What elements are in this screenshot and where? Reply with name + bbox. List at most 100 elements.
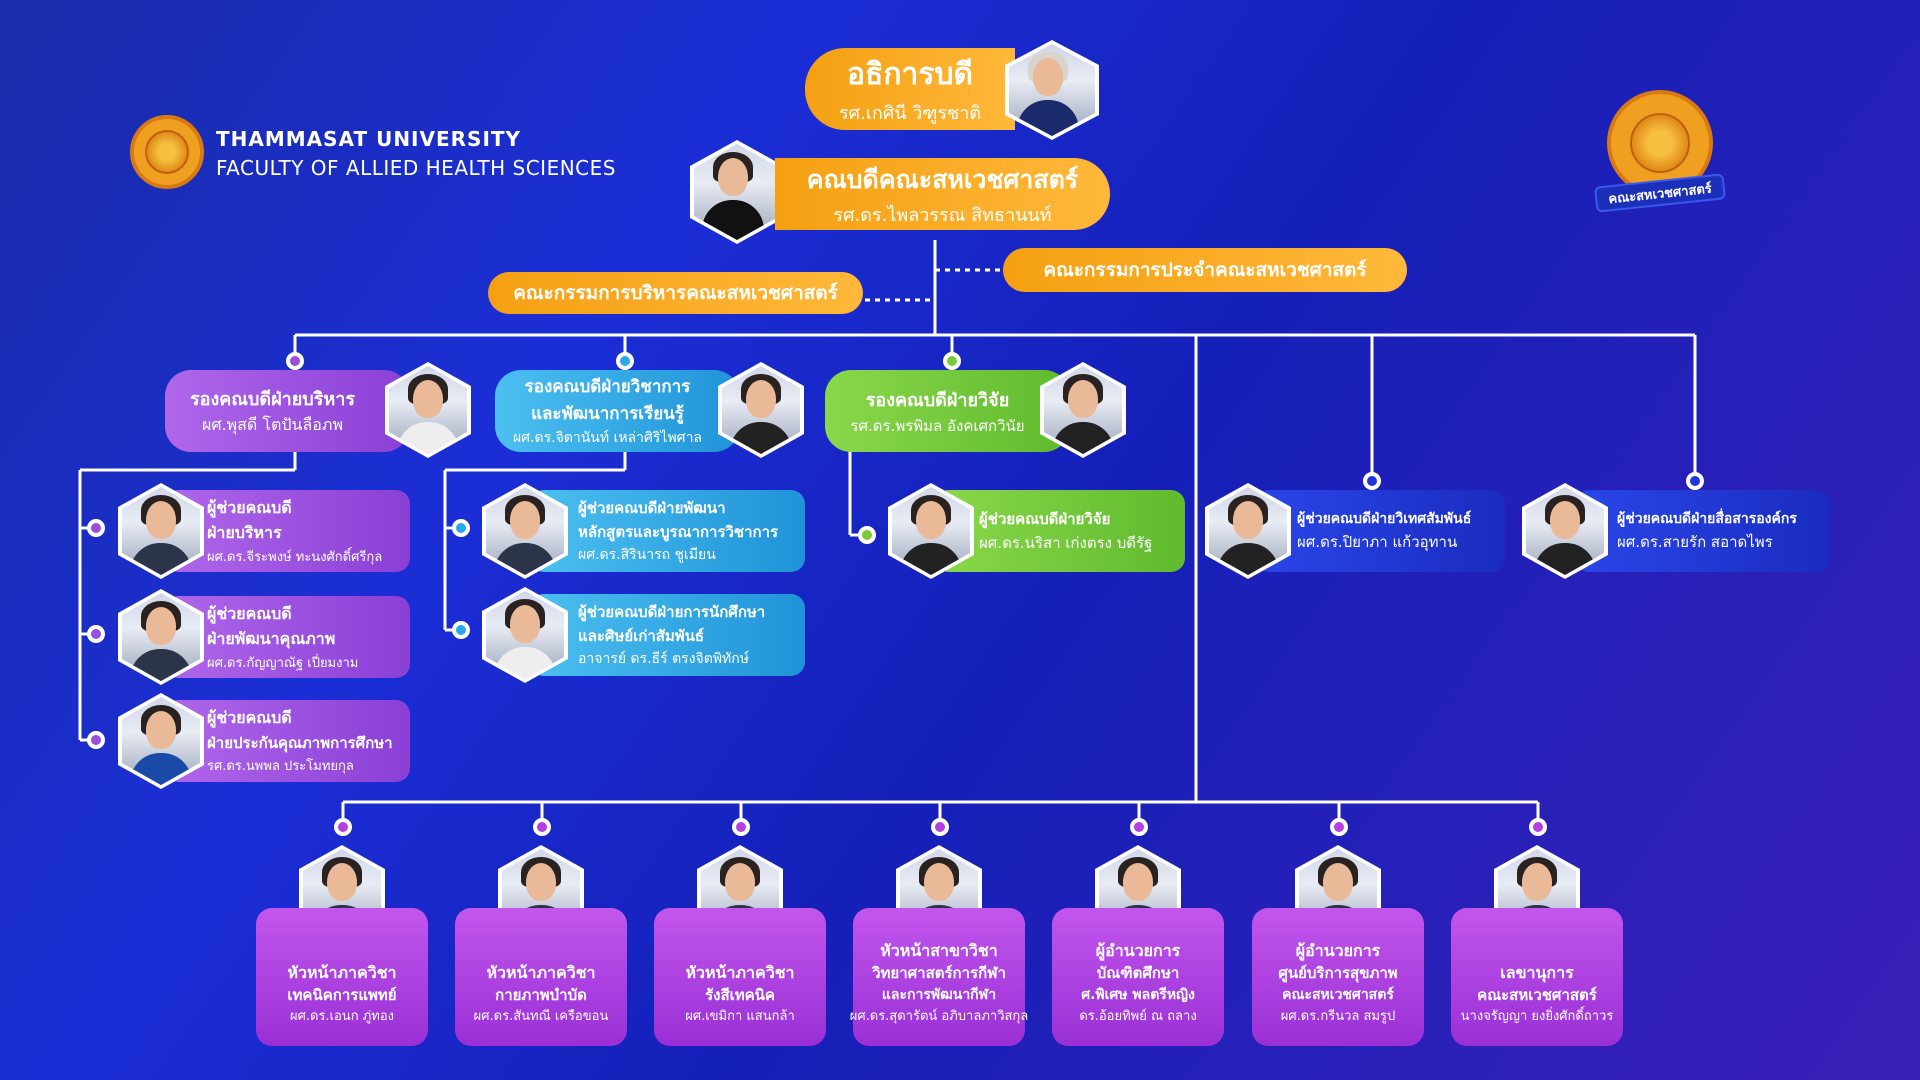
node-dot [452, 621, 470, 639]
head-name: ผศ.เขมิกา แสนกล้า [685, 1009, 795, 1024]
department-head-box: หัวหน้าภาควิชากายภาพบำบัดผศ.ดร.สันทณี เค… [455, 908, 627, 1046]
node-dot [1686, 472, 1704, 490]
assistant-name: ผศ.ดร.ปิยาภา แก้วอุทาน [1297, 533, 1458, 551]
node-dot [943, 352, 961, 370]
node-dot [732, 818, 750, 836]
node-dot [1330, 818, 1348, 836]
node-dot [87, 625, 105, 643]
president-name: รศ.เกศินี วิฑูรชาติ [838, 103, 982, 124]
node-dot [87, 731, 105, 749]
assistant-curriculum-box: ผู้ช่วยคณบดีฝ่ายพัฒนา หลักสูตรและบูรณากา… [530, 490, 805, 572]
vice-dean-name: รศ.ดร.พรพิมล อังคเศกวินัย [850, 416, 1025, 435]
head-title: ผู้อำนวยการ [1295, 941, 1381, 960]
vice-dean-name: ผศ.ดร.จิตานันท์ เหล่าศิริไพศาล [512, 430, 703, 446]
assistant-title: ผู้ช่วยคณบดี [207, 603, 292, 623]
dean-photo [690, 140, 784, 244]
head-name: ผศ.ดร.สันทณี เครือขอน [473, 1009, 609, 1024]
head-name: ผศ.ดร.เอนก ภู่ทอง [290, 1009, 394, 1024]
assistant-title-line2: หลักสูตรและบูรณาการวิชาการ [578, 523, 779, 541]
assistant-name: ผศ.ดร.นริสา เก่งตรง บดีรัฐ [979, 534, 1153, 552]
university-logo [130, 115, 204, 189]
assistant-name: ผศ.ดร.สายรัก สอาดไพร [1617, 533, 1773, 551]
department-head-box: เลขานุการคณะสหเวชศาสตร์นางจรัญญา ยงยิ่งศ… [1451, 908, 1623, 1046]
vice-dean-title-line2: และพัฒนาการเรียนรู้ [531, 404, 684, 424]
admin-committee-box: คณะกรรมการบริหารคณะสหเวชศาสตร์ [488, 272, 863, 314]
head-title-line2: วิทยาศาสตร์การกีฬา [872, 964, 1006, 982]
assistant-admin-photo [118, 483, 204, 579]
assistant-title-line2: ฝ่ายบริหาร [207, 522, 282, 542]
vice-dean-admin-box: รองคณบดีฝ่ายบริหาร ผศ.พุสดี โตปันลือภพ [165, 370, 410, 452]
brand-line1: THAMMASAT UNIVERSITY [216, 127, 522, 151]
node-dot [533, 818, 551, 836]
head-title: หัวหน้าสาขาวิชา [880, 941, 998, 960]
head-title-line2: เทคนิคการแพทย์ [287, 986, 397, 1004]
head-title-line2: กายภาพบำบัด [495, 986, 587, 1004]
node-dot [87, 519, 105, 537]
assistant-name: รศ.ดร.นพพล ประโมทยกุล [207, 759, 354, 774]
head-name: ผศ.ดร.กรีนวล สมรูป [1280, 1009, 1396, 1024]
assistant-title: ผู้ช่วยคณบดี [207, 497, 292, 517]
dean-title: คณบดีคณะสหเวชศาสตร์ [806, 164, 1079, 194]
head-title: หัวหน้าภาควิชา [486, 963, 596, 982]
dean-name: รศ.ดร.ไพลวรรณ สิทธานนท์ [833, 204, 1052, 226]
vice-dean-academic-box: รองคณบดีฝ่ายวิชาการ และพัฒนาการเรียนรู้ … [495, 370, 740, 452]
assistant-student-box: ผู้ช่วยคณบดีฝ่ายการนักศึกษา และศิษย์เก่า… [530, 594, 805, 676]
assistant-title: ผู้ช่วยคณบดี [207, 708, 292, 727]
assistant-foreign-photo [1205, 483, 1291, 579]
head-title-line2: บัณฑิตศึกษา [1096, 964, 1180, 982]
assistant-quality-box: ผู้ช่วยคณบดี ฝ่ายพัฒนาคุณภาพ ผศ.ดร.กัญญา… [165, 596, 410, 678]
node-dot [452, 519, 470, 537]
department-head-box: หัวหน้าสาขาวิชาวิทยาศาสตร์การกีฬาและการพ… [850, 908, 1028, 1046]
node-dot [334, 818, 352, 836]
assistant-research-box: ผู้ช่วยคณบดีฝ่ายวิจัย ผศ.ดร.นริสา เก่งตร… [935, 490, 1185, 572]
assistant-name: อาจารย์ ดร.ธีร์ ตรงจิตพิทักษ์ [578, 651, 749, 667]
seal-emblem-icon [1630, 113, 1690, 173]
department-head-box: หัวหน้าภาควิชารังสีเทคนิคผศ.เขมิกา แสนกล… [654, 908, 826, 1046]
assistant-qa-box: ผู้ช่วยคณบดี ฝ่ายประกันคุณภาพการศึกษา รศ… [165, 700, 410, 782]
vice-dean-title: รองคณบดีฝ่ายวิจัย [865, 389, 1010, 411]
assistant-comm-photo [1522, 483, 1608, 579]
assistant-student-photo [482, 587, 568, 683]
head-title-line3: คณะสหเวชศาสตร์ [1282, 987, 1394, 1003]
faculty-committee-box: คณะกรรมการประจำคณะสหเวชศาสตร์ [1003, 248, 1407, 292]
dean-box: คณบดีคณะสหเวชศาสตร์ รศ.ดร.ไพลวรรณ สิทธาน… [775, 158, 1110, 230]
assistant-name: ผศ.ดร.สิรินารถ ชูเมียน [578, 547, 716, 563]
assistant-name: ผศ.ดร.กัญญาณัฐ เปี่ยมงาม [207, 655, 359, 671]
department-head-box: ผู้อำนวยการบัณฑิตศึกษาศ.พิเศษ พลตรีหญิงด… [1052, 908, 1224, 1046]
head-title-line2: รังสีเทคนิค [705, 986, 775, 1004]
head-title: หัวหน้าภาควิชา [287, 963, 397, 982]
faculty-committee-label: คณะกรรมการประจำคณะสหเวชศาสตร์ [1043, 259, 1367, 281]
head-name: ดร.อ้อยทิพย์ ณ ถลาง [1079, 1009, 1197, 1024]
vice-dean-admin-photo [385, 362, 471, 458]
assistant-name: ผศ.ดร.จีระพงษ์ ทะนงศักดิ์ศรีกุล [207, 549, 383, 565]
assistant-title-line2: และศิษย์เก่าสัมพันธ์ [578, 627, 705, 645]
department-head-box: หัวหน้าภาควิชาเทคนิคการแพทย์ผศ.ดร.เอนก ภ… [256, 908, 428, 1046]
head-title-line2: ศูนย์บริการสุขภาพ [1278, 964, 1398, 982]
vice-dean-name: ผศ.พุสดี โตปันลือภพ [202, 415, 343, 434]
node-dot [286, 352, 304, 370]
president-box: อธิการบดี รศ.เกศินี วิฑูรชาติ [805, 48, 1015, 130]
admin-committee-label: คณะกรรมการบริหารคณะสหเวชศาสตร์ [513, 282, 838, 304]
assistant-title-line2: ฝ่ายพัฒนาคุณภาพ [207, 628, 336, 648]
node-dot [1363, 472, 1381, 490]
node-dot [931, 818, 949, 836]
head-title-line3: ศ.พิเศษ พลตรีหญิง [1081, 987, 1195, 1003]
vice-dean-research-box: รองคณบดีฝ่ายวิจัย รศ.ดร.พรพิมล อังคเศกวิ… [825, 370, 1070, 452]
vice-dean-research-photo [1040, 362, 1126, 458]
assistant-foreign-box: ผู้ช่วยคณบดีฝ่ายวิเทศสัมพันธ์ ผศ.ดร.ปิยา… [1255, 490, 1505, 572]
head-name: ผศ.ดร.สุดารัตน์ อภิบาลภาวิสกุล [849, 1009, 1029, 1024]
assistant-title: ผู้ช่วยคณบดีฝ่ายพัฒนา [578, 499, 726, 517]
department-head-box: ผู้อำนวยการศูนย์บริการสุขภาพคณะสหเวชศาสต… [1252, 908, 1424, 1046]
assistant-title: ผู้ช่วยคณบดีฝ่ายวิจัย [979, 510, 1111, 528]
assistant-comm-box: ผู้ช่วยคณบดีฝ่ายสื่อสารองค์กร ผศ.ดร.สายร… [1575, 490, 1830, 572]
assistant-title: ผู้ช่วยคณบดีฝ่ายสื่อสารองค์กร [1617, 511, 1797, 527]
assistant-title: ผู้ช่วยคณบดีฝ่ายการนักศึกษา [578, 603, 766, 621]
head-name: นางจรัญญา ยงยิ่งศักดิ์ถาวร [1460, 1009, 1614, 1024]
brand-line2: FACULTY OF ALLIED HEALTH SCIENCES [216, 156, 616, 180]
head-title-line3: และการพัฒนากีฬา [881, 987, 997, 1003]
node-dot [858, 526, 876, 544]
assistant-title: ผู้ช่วยคณบดีฝ่ายวิเทศสัมพันธ์ [1297, 511, 1472, 527]
node-dot [1529, 818, 1547, 836]
president-title: อธิการบดี [847, 57, 973, 92]
